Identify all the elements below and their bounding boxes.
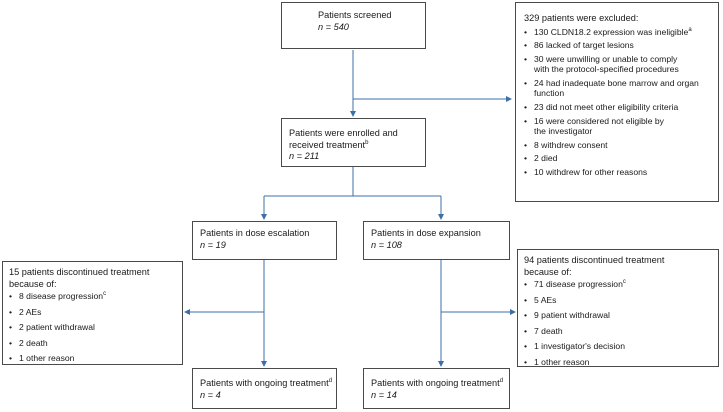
disc-left-item: 8 disease progressionc <box>9 291 178 302</box>
screened-title: Patients screened <box>318 10 392 20</box>
excluded-item: 24 had inadequate bone marrow and organf… <box>524 78 712 99</box>
excluded-item: 2 died <box>524 153 712 164</box>
ongoing-right-count: n = 14 <box>371 389 397 400</box>
disc-right-item: 9 patient withdrawal <box>524 310 714 321</box>
ongoing-left-box: Patients with ongoing treatmentd n = 4 <box>192 368 337 409</box>
excluded-item: 23 did not meet other eligibility criter… <box>524 102 712 113</box>
expansion-box: Patients in dose expansion n = 108 <box>363 221 510 260</box>
discontinued-right-box: 94 patients discontinued treatment becau… <box>517 249 719 367</box>
disc-right-item: 71 disease progressionc <box>524 279 714 290</box>
ongoing-right-title: Patients with ongoing treatmentd <box>371 377 504 388</box>
enrolled-count: n = 211 <box>289 151 320 161</box>
enrolled-line1: Patients were enrolled and <box>289 128 398 138</box>
excluded-title: 329 patients were excluded: <box>524 13 639 23</box>
excluded-box: 329 patients were excluded: 130 CLDN18.2… <box>515 2 719 202</box>
expansion-count: n = 108 <box>371 239 402 250</box>
excluded-item: 130 CLDN18.2 expression was ineligiblea <box>524 27 712 38</box>
disc-right-item: 5 AEs <box>524 295 714 306</box>
disc-left-item: 2 AEs <box>9 307 178 318</box>
ongoing-left-title: Patients with ongoing treatmentd <box>200 377 333 388</box>
disc-right-title: 94 patients discontinued treatment <box>524 255 665 265</box>
excluded-item: 10 withdrew for other reasons <box>524 167 712 178</box>
excluded-item: 8 withdrew consent <box>524 140 712 151</box>
discontinued-left-box: 15 patients discontinued treatment becau… <box>2 261 183 365</box>
screened-count: n = 540 <box>318 21 349 32</box>
disc-left-item: 1 other reason <box>9 353 178 364</box>
disc-left-item: 2 death <box>9 338 178 349</box>
excluded-item: 86 lacked of target lesions <box>524 40 712 51</box>
escalation-count: n = 19 <box>200 239 226 250</box>
ongoing-right-box: Patients with ongoing treatmentd n = 14 <box>363 368 510 409</box>
disc-left-list: 8 disease progressionc 2 AEs 2 patient w… <box>9 291 178 364</box>
disc-right-item: 1 investigator's decision <box>524 341 714 352</box>
disc-left-title: 15 patients discontinued treatment <box>9 267 150 277</box>
ongoing-left-count: n = 4 <box>200 389 221 400</box>
escalation-title: Patients in dose escalation <box>200 228 310 238</box>
disc-right-item: 7 death <box>524 326 714 337</box>
enrolled-box: Patients were enrolled and received trea… <box>281 118 426 167</box>
branch-line <box>264 167 441 197</box>
excluded-list: 130 CLDN18.2 expression was ineligiblea … <box>524 27 712 178</box>
disc-right-item: 1 other reason <box>524 357 714 368</box>
excluded-item: 30 were unwilling or unable to complywit… <box>524 54 712 75</box>
escalation-box: Patients in dose escalation n = 19 <box>192 221 337 260</box>
disc-right-list: 71 disease progressionc 5 AEs 9 patient … <box>524 279 714 368</box>
disc-left-item: 2 patient withdrawal <box>9 322 178 333</box>
screened-box: Patients screened n = 540 <box>281 2 426 49</box>
expansion-title: Patients in dose expansion <box>371 228 481 238</box>
enrolled-line2: received treatmentb <box>289 139 369 150</box>
disc-right-subtitle: because of: <box>524 266 572 277</box>
disc-left-subtitle: because of: <box>9 278 57 289</box>
